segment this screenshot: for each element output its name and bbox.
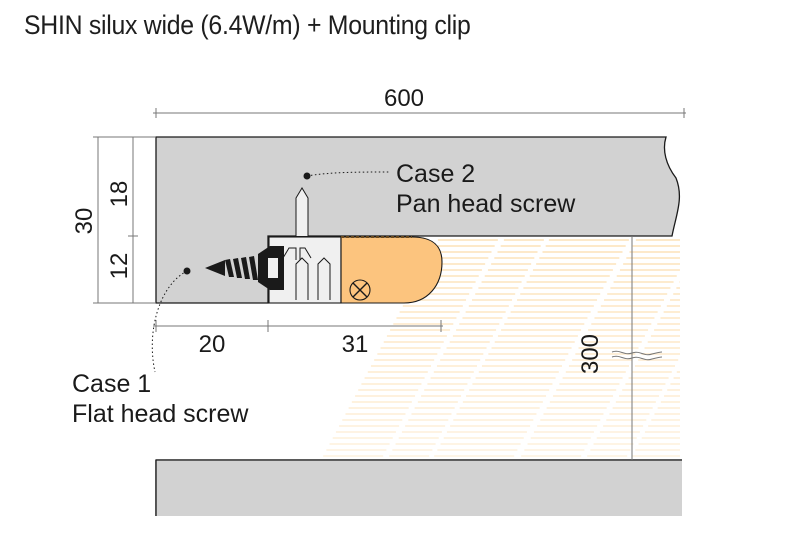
case2-title: Case 2 (396, 160, 475, 188)
light-spread-lines (323, 239, 680, 457)
lower-slab-fill (156, 460, 682, 516)
dimension-lines (93, 108, 686, 460)
case1-title: Case 1 (72, 370, 151, 398)
dim-drop: 300 (577, 334, 604, 374)
case2-subtitle: Pan head screw (396, 190, 576, 218)
dim-height-lower: 12 (106, 253, 133, 280)
dim-height-upper: 18 (106, 181, 133, 208)
dim-depth-wall: 20 (199, 331, 226, 358)
mounting-clip-stem (295, 187, 309, 236)
dim-width-top: 600 (384, 85, 424, 112)
dim-depth-profile: 31 (342, 331, 369, 358)
dim-height-total: 30 (71, 208, 98, 235)
pan-head-screw (349, 279, 371, 301)
upper-slab (155, 136, 680, 304)
page-title: SHIN silux wide (6.4W/m) + Mounting clip (24, 10, 471, 40)
case1-subtitle: Flat head screw (72, 400, 249, 428)
flat-head-screw (205, 246, 284, 290)
